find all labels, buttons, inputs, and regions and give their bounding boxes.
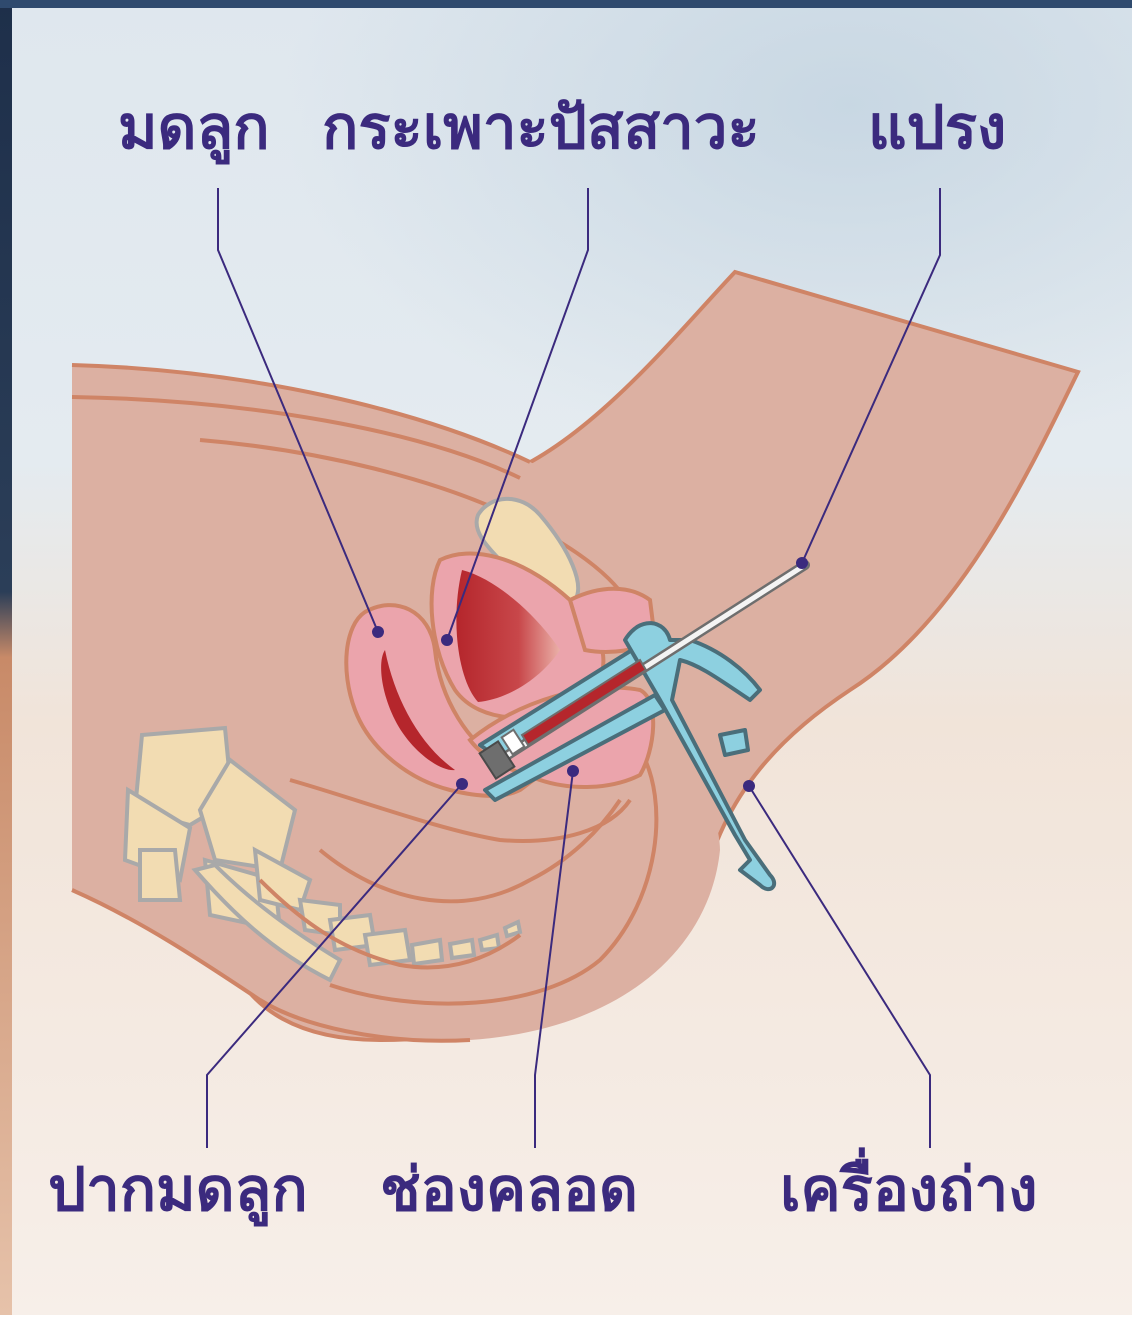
dot-vagina <box>567 765 579 777</box>
label-uterus: มดลูก <box>118 98 270 158</box>
dot-uterus <box>372 626 384 638</box>
frame-edge-top <box>0 0 1132 8</box>
dot-speculum <box>743 780 755 792</box>
dot-bladder <box>441 634 453 646</box>
label-bladder: กระเพาะปัสสาวะ <box>322 98 760 158</box>
label-vagina: ช่องคลอด <box>380 1160 638 1220</box>
frame-edge-left <box>0 0 12 1315</box>
label-speculum: เครื่องถ่าง <box>780 1160 1038 1220</box>
label-cervix: ปากมดลูก <box>48 1160 308 1220</box>
dot-cervix <box>456 778 468 790</box>
label-brush: แปรง <box>868 98 1006 158</box>
dot-brush <box>796 557 808 569</box>
